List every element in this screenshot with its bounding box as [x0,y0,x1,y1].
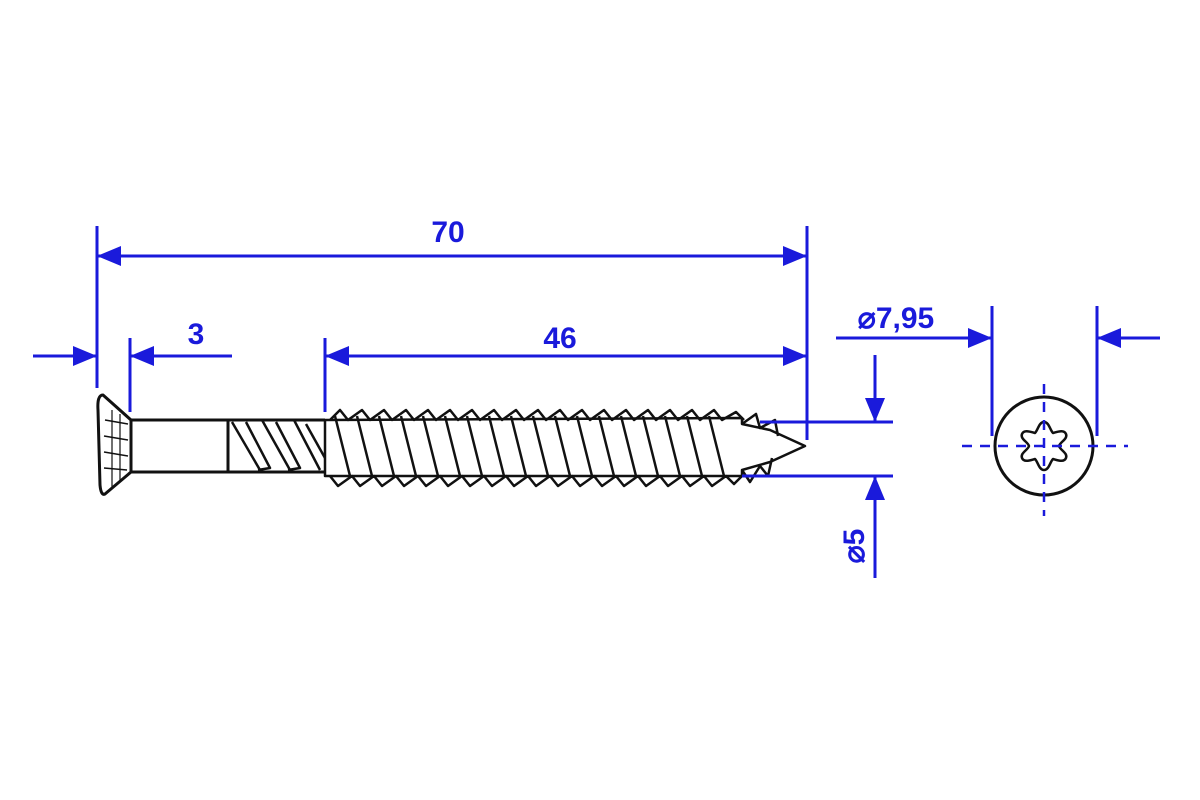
screw-head [96,393,133,496]
dim-label-thread-length: 46 [543,322,576,355]
dim-label-thread-diameter: ⌀5 [838,529,871,564]
screw-thread [323,408,807,488]
dim-label-overall-length: 70 [431,216,464,249]
dim-label-head-height: 3 [188,318,205,351]
dimension-lines [33,226,1160,578]
centerlines [962,384,1128,516]
torx-icon [1020,420,1068,472]
screw-head-end-view [962,384,1128,516]
screw-side-view [96,393,807,496]
screw-shank [129,418,230,474]
dim-label-head-diameter: ⌀7,95 [858,302,934,335]
screw-cutter-section [226,418,327,474]
